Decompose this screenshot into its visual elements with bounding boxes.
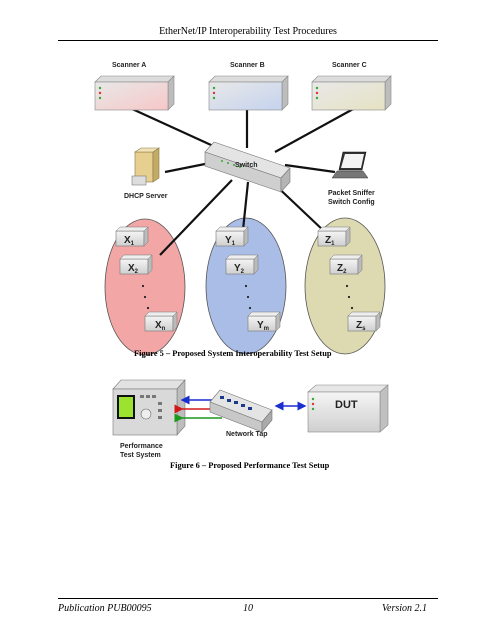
perf-label-2: Test System xyxy=(120,452,161,459)
node-x2-letter: X xyxy=(128,263,135,274)
node-x1 xyxy=(115,226,149,247)
node-zs-sub: s xyxy=(362,326,366,332)
node-y2-sub: 2 xyxy=(241,269,245,275)
node-xn-sub: n xyxy=(162,326,166,332)
node-y2-letter: Y xyxy=(234,263,241,274)
scanner-c xyxy=(311,75,392,111)
switch-label: Switch xyxy=(235,162,258,169)
node-y2 xyxy=(225,254,259,275)
node-zs-letter: Z xyxy=(356,320,362,331)
scanner-a-label: Scanner A xyxy=(112,62,146,69)
node-z1 xyxy=(317,226,351,247)
switch-device xyxy=(204,141,291,193)
scanner-b xyxy=(208,75,289,111)
node-z1-sub: 1 xyxy=(331,241,335,247)
scanner-c-label: Scanner C xyxy=(332,62,367,69)
header-rule xyxy=(58,40,438,41)
svg-text:X1: X1 xyxy=(124,235,135,247)
sniffer-label-2: Switch Config xyxy=(328,199,375,206)
ellipsis-z xyxy=(345,284,354,310)
svg-text:Ym: Ym xyxy=(257,320,269,332)
performance-test-system-icon xyxy=(112,379,186,436)
node-z2-sub: 2 xyxy=(343,269,347,275)
node-xn-letter: X xyxy=(155,320,162,331)
svg-text:Z1: Z1 xyxy=(325,235,335,247)
node-ym xyxy=(247,311,281,332)
figure6-caption: Figure 6 – Proposed Performance Test Set… xyxy=(170,461,330,470)
footer-page-number: 10 xyxy=(243,603,253,614)
svg-text:Zs: Zs xyxy=(356,320,366,332)
figure5-caption: Figure 5 – Proposed System Interoperabil… xyxy=(134,349,332,358)
dhcp-server-label: DHCP Server xyxy=(124,193,168,200)
ellipsis-x xyxy=(141,284,150,310)
node-x2-sub: 2 xyxy=(135,269,139,275)
network-tap-icon xyxy=(209,389,273,433)
node-y1 xyxy=(215,226,249,247)
footer-publication: Publication PUB00095 xyxy=(58,603,152,614)
ellipsis-y xyxy=(244,284,252,310)
scanner-b-label: Scanner B xyxy=(230,62,265,69)
sniffer-label-1: Packet Sniffer xyxy=(328,190,375,197)
node-ym-letter: Y xyxy=(257,320,264,331)
scanner-a xyxy=(94,75,175,111)
node-x2 xyxy=(119,254,153,275)
node-x1-sub: 1 xyxy=(131,241,135,247)
svg-text:Y1: Y1 xyxy=(225,235,236,247)
node-z2-letter: Z xyxy=(337,263,343,274)
node-zs xyxy=(347,311,381,332)
perf-label-1: Performance xyxy=(120,443,163,450)
node-y1-sub: 1 xyxy=(232,241,236,247)
svg-text:Xn: Xn xyxy=(155,320,166,332)
tap-label: Network Tap xyxy=(226,431,268,438)
node-z1-letter: Z xyxy=(325,235,331,246)
node-y1-letter: Y xyxy=(225,235,232,246)
footer-version: Version 2.1 xyxy=(382,603,427,614)
svg-text:Y2: Y2 xyxy=(234,263,245,275)
svg-text:X2: X2 xyxy=(128,263,139,275)
svg-text:Z2: Z2 xyxy=(337,263,347,275)
node-ym-sub: m xyxy=(264,326,269,332)
page-header: EtherNet/IP Interoperability Test Proced… xyxy=(159,26,337,37)
dut-box xyxy=(307,384,389,433)
laptop-icon xyxy=(331,151,369,179)
node-z2 xyxy=(329,254,363,275)
node-xn xyxy=(144,311,178,332)
footer-rule xyxy=(58,598,438,599)
dut-label: DUT xyxy=(335,399,358,411)
dhcp-server-icon xyxy=(131,147,160,186)
node-x1-letter: X xyxy=(124,235,131,246)
